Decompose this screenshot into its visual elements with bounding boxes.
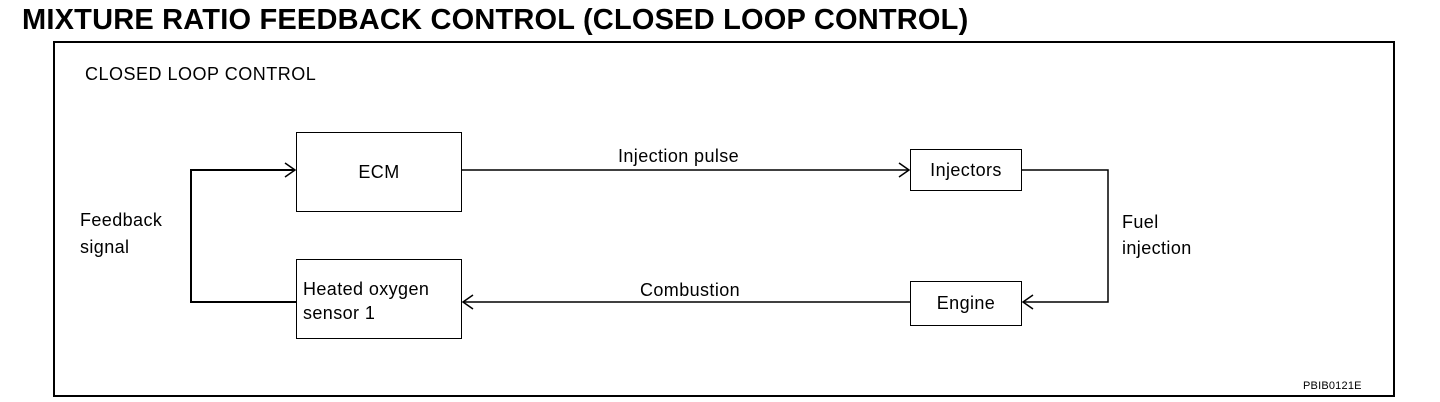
combustion-arrowhead <box>461 294 474 310</box>
injection-pulse-arrowhead <box>898 162 911 178</box>
diagram-frame <box>53 41 1395 397</box>
fuel-injection-label: Fuel injection <box>1122 212 1192 258</box>
feedback-line <box>190 169 296 303</box>
fuel-injection-line <box>1022 169 1109 303</box>
combustion-label: Combustion <box>640 280 741 300</box>
page-title: MIXTURE RATIO FEEDBACK CONTROL (CLOSED L… <box>22 4 969 36</box>
engine-block: Engine <box>910 281 1022 326</box>
heated-oxygen-sensor-block: Heated oxygen sensor 1 <box>296 259 462 339</box>
diagram-caption: CLOSED LOOP CONTROL <box>85 64 317 84</box>
injection-pulse-label: Injection pulse <box>618 146 740 166</box>
feedback-arrowhead <box>284 162 297 178</box>
fuel-injection-arrowhead <box>1021 294 1034 310</box>
injectors-block: Injectors <box>910 149 1022 191</box>
ecm-block: ECM <box>296 132 462 212</box>
feedback-signal-label: Feedback signal <box>80 210 163 257</box>
figure-code: PBIB0121E <box>1303 380 1362 392</box>
